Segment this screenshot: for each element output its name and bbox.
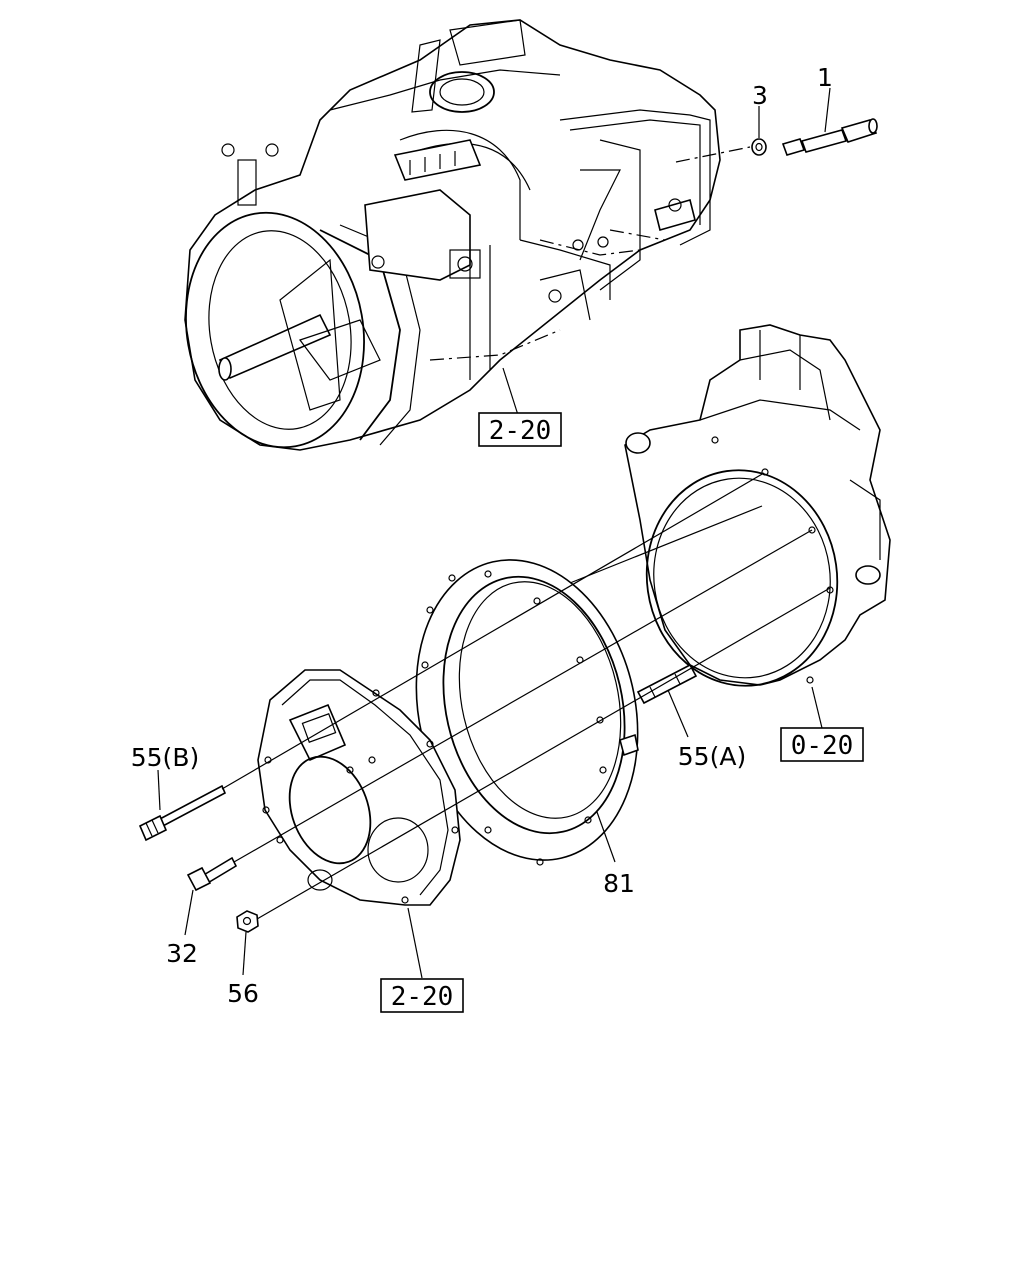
leader-clutch-housing	[407, 907, 423, 979]
callout-3: 3	[752, 81, 768, 110]
transmission-assembly	[184, 19, 721, 451]
clutch-housing	[257, 669, 461, 906]
ref-box-transmission[interactable]: 2-20	[478, 412, 562, 447]
adapter-plate	[415, 559, 639, 866]
stud-55b	[138, 784, 227, 842]
leader-81	[596, 811, 616, 863]
callout-1: 1	[817, 63, 833, 92]
callout-32: 32	[166, 939, 198, 968]
assembly-centerlines	[221, 472, 831, 920]
washer-part	[751, 138, 767, 156]
ref-box-clutch-housing[interactable]: 2-20	[380, 978, 464, 1013]
leader-56	[242, 931, 247, 976]
callout-55b: 55(B)	[131, 743, 199, 772]
bolt-32	[186, 856, 238, 892]
ref-clutch-housing-text: 2-20	[391, 982, 454, 1012]
leader-55b	[157, 769, 161, 811]
callout-55a: 55(A)	[678, 742, 746, 771]
centerline-switch	[675, 146, 751, 163]
ref-engine-text: 0-20	[791, 731, 854, 761]
leader-engine	[811, 686, 823, 729]
switch-part	[781, 118, 878, 156]
engine-block	[624, 324, 891, 687]
stud-55a	[636, 663, 698, 705]
leader-55a	[667, 689, 689, 738]
leader-1	[824, 87, 831, 133]
callout-56: 56	[227, 979, 259, 1008]
ref-transmission-text: 2-20	[489, 416, 552, 446]
leader-transmission	[502, 367, 519, 416]
callout-81: 81	[603, 869, 635, 898]
nut-56	[236, 910, 259, 933]
ref-box-engine[interactable]: 0-20	[780, 727, 864, 762]
leader-32	[184, 889, 194, 936]
